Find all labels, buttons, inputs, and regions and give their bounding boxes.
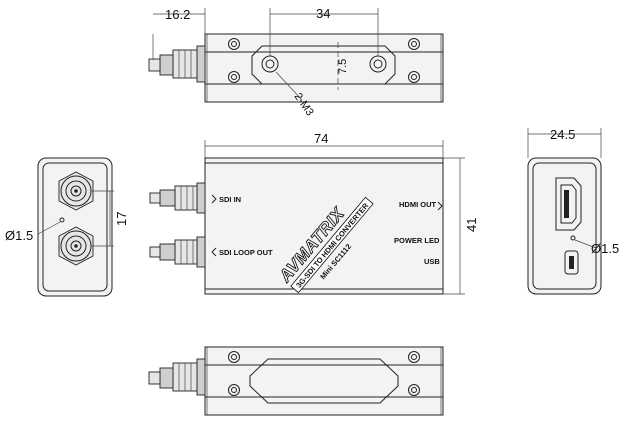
usb-port — [564, 250, 579, 275]
leader-2-m3 — [275, 71, 303, 101]
dim-right-hole: Ø1.5 — [591, 241, 619, 256]
sdi-loop-out-connector — [149, 236, 206, 268]
bottom-view — [148, 346, 444, 416]
leader-left-hole — [37, 221, 61, 235]
product-line-box — [290, 196, 374, 294]
top-corner-holes — [228, 38, 420, 83]
bottom-bnc-connector — [148, 358, 206, 396]
top-bnc-connector — [148, 45, 206, 83]
label-sdi-in: SDI IN — [219, 195, 241, 204]
dim-front-length: 74 — [314, 131, 328, 146]
right-view-body — [527, 157, 602, 295]
top-view: 16.2 34 7.5 2-M3 — [148, 6, 444, 118]
dim-left-bnc-spacing: 17 — [114, 212, 129, 226]
dim-top-hole-vertical: 7.5 — [337, 59, 349, 74]
top-slot — [251, 45, 396, 85]
label-hdmi-out: HDMI OUT — [399, 200, 436, 209]
left-led-hole — [59, 217, 65, 223]
hdmi-out-arrow-icon — [437, 201, 443, 211]
dim-left-hole: Ø1.5 — [5, 228, 33, 243]
sdi-in-arrow-icon — [211, 194, 217, 204]
left-bnc-top — [58, 171, 94, 211]
dim-right-width: 24.5 — [550, 127, 575, 142]
label-usb: USB — [424, 257, 440, 266]
label-sdi-loop-out: SDI LOOP OUT — [219, 248, 273, 257]
right-end-view: 24.5 Ø1.5 — [527, 127, 619, 295]
hdmi-port — [555, 177, 582, 231]
sdi-in-connector — [149, 182, 206, 214]
front-view: 74 41 SDI IN SDI LOOP OUT — [149, 131, 479, 295]
right-led-hole — [570, 235, 576, 241]
front-view-body — [204, 157, 444, 295]
dim-top-hole-spacing: 34 — [316, 6, 330, 21]
sdi-loop-out-arrow-icon — [211, 247, 217, 257]
dim-front-height: 41 — [464, 218, 479, 232]
top-view-body — [204, 33, 444, 103]
leader-right-hole — [574, 239, 597, 249]
left-view-body — [37, 157, 113, 297]
bottom-view-body — [204, 346, 444, 416]
bottom-slot — [249, 358, 399, 404]
bottom-corner-holes — [228, 351, 420, 396]
dim-top-left-offset: 16.2 — [165, 7, 190, 22]
label-power-led: POWER LED — [394, 236, 440, 245]
left-end-view: Ø1.5 17 — [5, 157, 129, 297]
